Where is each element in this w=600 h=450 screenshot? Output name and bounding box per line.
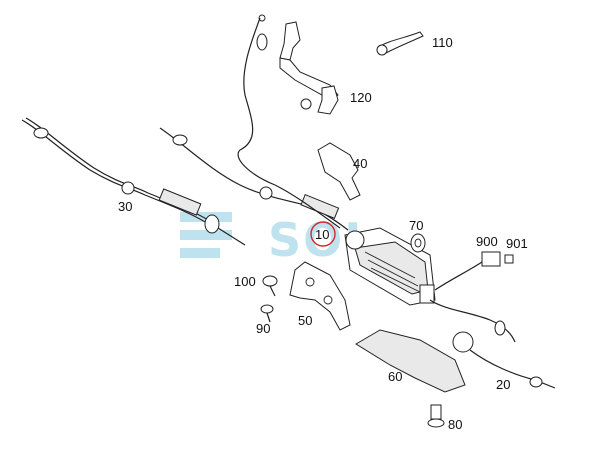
part-900-connector [434, 251, 501, 291]
cable-30-nut [204, 214, 220, 234]
label-80: 80 [448, 417, 462, 432]
part-110-cable-tie [376, 31, 424, 56]
cable-top-end-eye [258, 14, 266, 22]
cable-20 [429, 299, 556, 389]
cable-30 [21, 117, 246, 246]
label-10: 10 [315, 227, 329, 242]
part-70-bushing [410, 233, 426, 253]
cable-30-threaded-sleeve [158, 188, 202, 216]
label-90: 90 [256, 321, 270, 336]
label-901: 901 [506, 236, 528, 251]
part-120-bracket [279, 21, 339, 115]
label-50: 50 [298, 313, 312, 328]
cable-top [237, 14, 341, 229]
part-50-bracket [289, 261, 351, 331]
part-labels: 110 120 40 30 70 900 901 100 90 50 60 20… [118, 35, 528, 432]
label-60: 60 [388, 369, 402, 384]
highlight-callout-10: 10 [310, 221, 336, 247]
label-30: 30 [118, 199, 132, 214]
label-900: 900 [476, 234, 498, 249]
label-100: 100 [234, 274, 256, 289]
cable-middle-grommet [259, 186, 273, 200]
cable-30-grommet [121, 181, 135, 195]
label-20: 20 [496, 377, 510, 392]
cable-top-end-fitting [256, 33, 268, 51]
label-120: 120 [350, 90, 372, 105]
highlight-circle [310, 221, 336, 247]
cable-20-grommet [452, 331, 474, 353]
label-40: 40 [353, 156, 367, 171]
cable-middle-end-fitting [172, 134, 188, 146]
part-901-terminal [504, 254, 514, 264]
part-60-heat-shield [355, 329, 466, 393]
label-110: 110 [432, 35, 453, 50]
cable-30-end-fitting [33, 127, 49, 139]
actuator-end-cap [419, 284, 435, 304]
cable-middle [159, 127, 349, 231]
part-90-screw [260, 304, 274, 323]
watermark-logo-mark [180, 212, 232, 258]
part-80-bolt [427, 404, 445, 428]
part-40-bracket [317, 142, 361, 201]
actuator-cable-port [345, 230, 365, 250]
label-70: 70 [409, 218, 423, 233]
part-100-bolt [262, 275, 278, 297]
